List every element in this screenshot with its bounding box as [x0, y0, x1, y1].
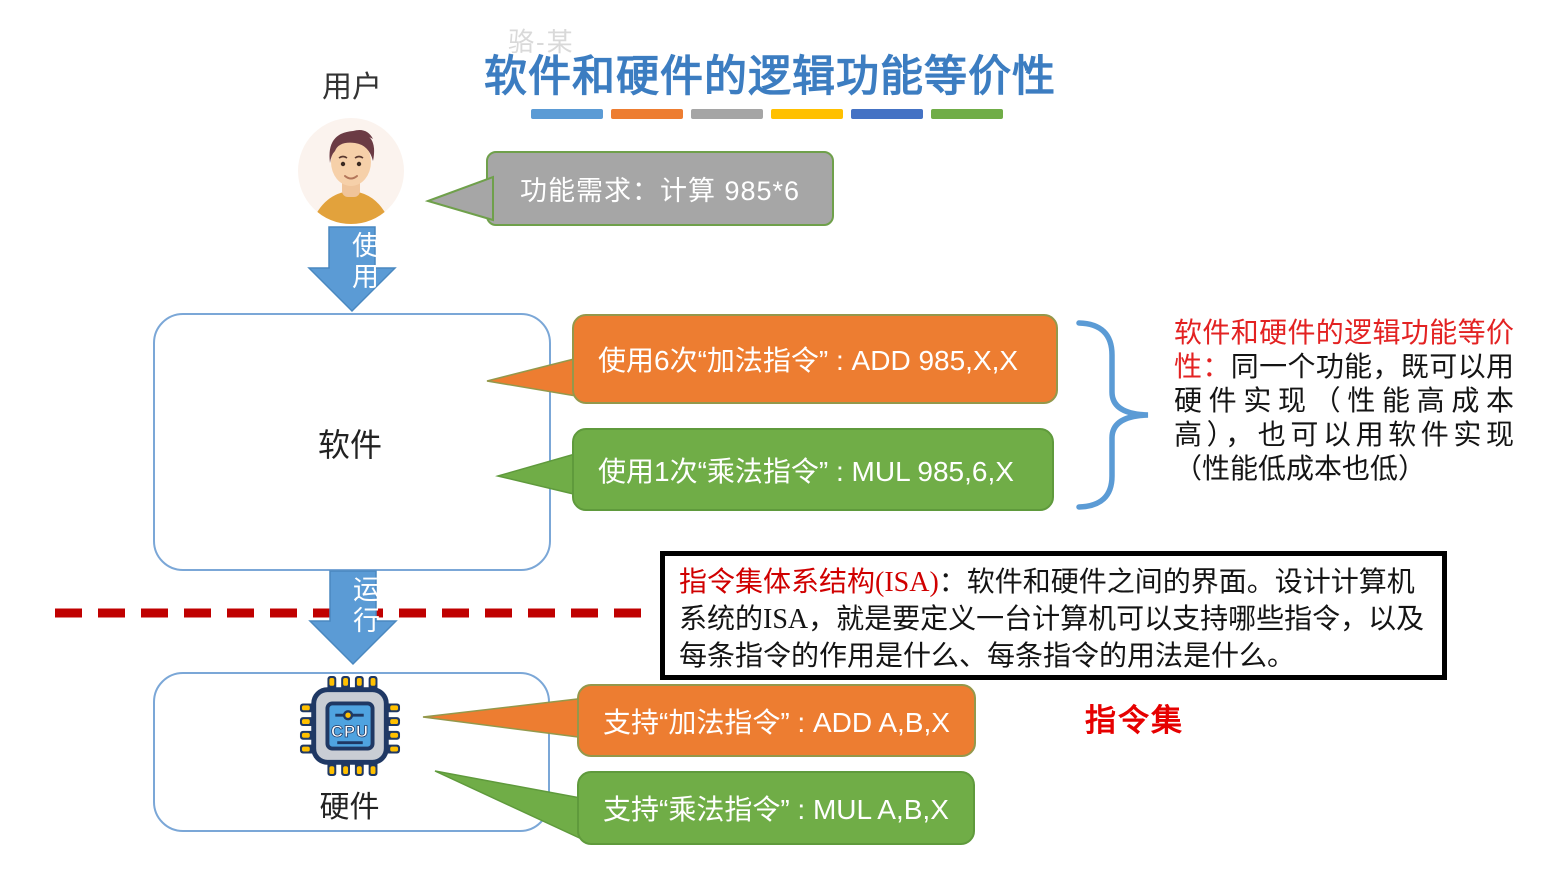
- requirement-bubble-text: 功能需求：计算 985*6: [519, 176, 801, 206]
- instruction-set-label: 指令集: [1085, 703, 1184, 738]
- use-arrow-label: 使用: [348, 231, 378, 293]
- user-avatar-icon: [297, 117, 405, 225]
- hardware-add-callout-text: 支持“加法指令” : ADD A,B,X: [603, 706, 950, 738]
- bubble-tail: [424, 175, 494, 222]
- hardware-mul-callout-text: 支持“乘法指令” : MUL A,B,X: [603, 794, 949, 825]
- hardware-add-callout: 支持“加法指令” : ADD A,B,X: [577, 684, 976, 757]
- divider-bar: [611, 109, 683, 119]
- software-add-callout: 使用6次“加法指令” : ADD 985,X,X: [572, 314, 1058, 404]
- user-label: 用户: [322, 71, 382, 104]
- run-arrow-label: 运行: [349, 575, 379, 637]
- divider-bar: [531, 109, 603, 119]
- equivalence-note: 软件和硬件的逻辑功能等价性：同一个功能，既可以用硬件实现（性能高成本高），也可以…: [1174, 317, 1514, 487]
- software-add-callout-text: 使用6次“加法指令” : ADD 985,X,X: [598, 345, 1019, 376]
- software-label: 软件: [317, 427, 382, 463]
- cpu-icon: CPU: [299, 675, 401, 777]
- divider-bar: [851, 109, 923, 119]
- cpu-icon-text: CPU: [331, 722, 369, 741]
- equivalence-note-body: 同一个功能，既可以用硬件实现（性能高成本高），也可以用软件实现（性能低成本也低）: [1174, 352, 1514, 485]
- watermark: 骆-某: [508, 27, 575, 57]
- divider-bar: [931, 109, 1003, 119]
- software-box: [153, 313, 551, 571]
- isa-definition-highlight: 指令集体系结构(ISA): [679, 567, 939, 598]
- isa-definition-body: ：软件和硬件之间的界面。设计计算机系统的ISA，就是要定义一台计算机可以支持哪些…: [679, 567, 1425, 672]
- isa-definition-box: 指令集体系结构(ISA)：软件和硬件之间的界面。设计计算机系统的ISA，就是要定…: [660, 551, 1447, 680]
- hardware-mul-callout: 支持“乘法指令” : MUL A,B,X: [577, 771, 975, 845]
- curly-brace: [1076, 320, 1149, 510]
- title-divider-bars: [531, 109, 1003, 119]
- equivalence-note-highlight: 软件和硬件的逻辑功能等价性：: [1174, 318, 1514, 383]
- divider-bar: [691, 109, 763, 119]
- divider-bar: [771, 109, 843, 119]
- requirement-bubble: 功能需求：计算 985*6: [486, 151, 834, 226]
- software-mul-callout: 使用1次“乘法指令” : MUL 985,6,X: [572, 428, 1054, 511]
- software-mul-callout-text: 使用1次“乘法指令” : MUL 985,6,X: [598, 455, 1014, 487]
- page-title: 软件和硬件的逻辑功能等价性: [484, 54, 1056, 101]
- hardware-label: 硬件: [319, 791, 380, 824]
